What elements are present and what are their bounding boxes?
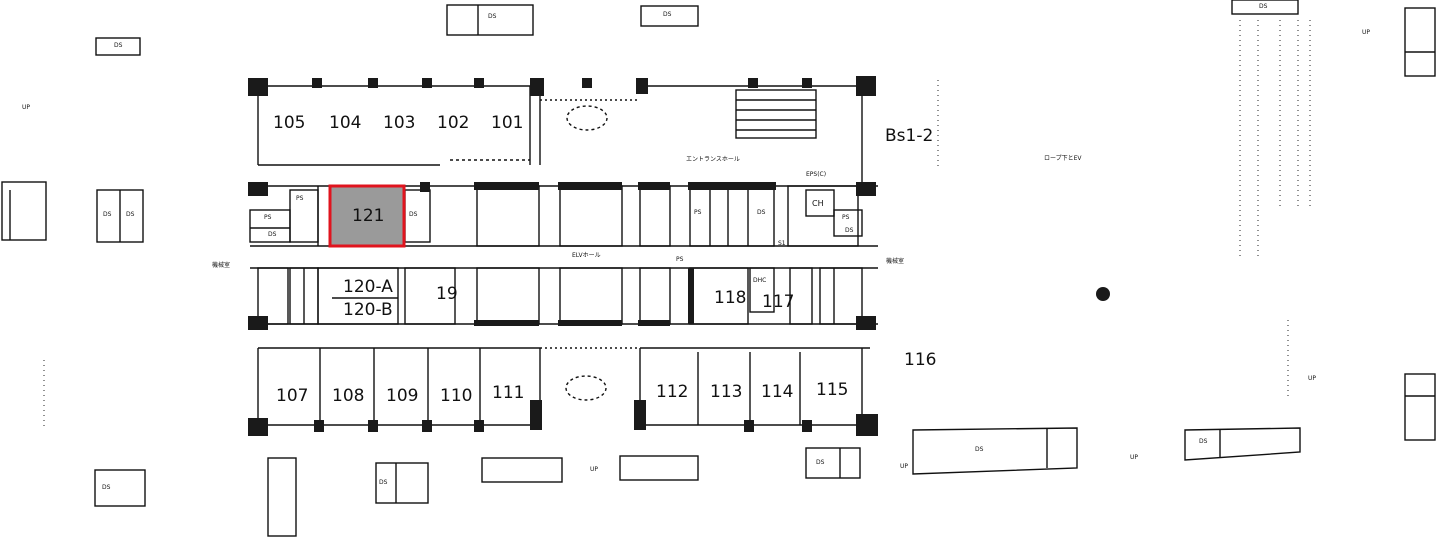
room-119[interactable]: 19	[436, 284, 458, 304]
ds-label: DS	[816, 459, 825, 466]
room-107[interactable]: 107	[276, 386, 309, 406]
ds-label: DS	[1259, 3, 1268, 10]
ds-box	[1184, 427, 1301, 461]
room-120-b[interactable]: 120-B	[343, 300, 393, 320]
ds-label: DS	[663, 11, 672, 18]
room-102[interactable]: 102	[437, 113, 470, 133]
room-109[interactable]: 109	[386, 386, 419, 406]
ds-label: DS	[102, 484, 111, 491]
room-116[interactable]: 116	[904, 350, 937, 370]
ds-box	[95, 37, 141, 56]
ps-label: PS	[676, 256, 684, 263]
ds-label: DS	[114, 42, 123, 49]
up-label: UP	[900, 463, 909, 470]
room-121-highlight[interactable]	[328, 184, 406, 248]
room-108[interactable]: 108	[332, 386, 365, 406]
room-105[interactable]: 105	[273, 113, 306, 133]
ds-label: DS	[379, 479, 388, 486]
room-103[interactable]: 103	[383, 113, 416, 133]
room-118[interactable]: 118	[714, 288, 747, 308]
machine-room-right: 機械室	[886, 258, 905, 265]
ch-label: CH	[812, 199, 824, 208]
ds-box	[94, 469, 146, 507]
up-label: UP	[1130, 454, 1139, 461]
eps-label: EPS(C)	[806, 171, 827, 178]
room-115[interactable]: 115	[816, 380, 849, 400]
ds-label: DS	[409, 211, 418, 218]
elv-hall-label: ELVホール	[572, 252, 601, 259]
ds-box	[375, 462, 429, 504]
ds-label: DS	[268, 231, 277, 238]
room-113[interactable]: 113	[710, 382, 743, 402]
ps-label: PS	[842, 214, 850, 221]
ds-label: DS	[975, 446, 984, 453]
lobby-label: ロープ下とEV	[1044, 155, 1082, 162]
room-114[interactable]: 114	[761, 382, 794, 402]
section-label: Bs1-2	[885, 126, 934, 146]
room-121[interactable]: 121	[352, 206, 385, 226]
ds-label: DS	[488, 13, 497, 20]
room-104[interactable]: 104	[329, 113, 362, 133]
ds-label: DS	[757, 209, 766, 216]
ps-label: PS	[296, 195, 304, 202]
room-111[interactable]: 111	[492, 383, 525, 403]
ps-label: PS	[694, 209, 702, 216]
ps-label: PS	[264, 214, 272, 221]
room-120-a[interactable]: 120-A	[343, 277, 393, 297]
ds-box	[805, 447, 861, 479]
ds-label: DS	[103, 211, 112, 218]
machine-room-left: 機械室	[212, 262, 231, 269]
ds-label: DS	[126, 211, 135, 218]
ds-box	[1231, 0, 1299, 15]
dhc-label: DHC	[753, 277, 767, 284]
ds-label: DS	[1199, 438, 1208, 445]
up-label: UP	[590, 466, 599, 473]
entrance-hall-label: エントランスホール	[686, 156, 740, 163]
up-label: UP	[1308, 375, 1317, 382]
ds-box	[912, 427, 1078, 475]
up-label: UP	[1362, 29, 1371, 36]
ds-box	[446, 4, 534, 36]
s1-label: S1	[778, 240, 786, 247]
room-112[interactable]: 112	[656, 382, 689, 402]
up-label: UP	[22, 104, 31, 111]
room-110[interactable]: 110	[440, 386, 473, 406]
ds-label: DS	[845, 227, 854, 234]
room-101[interactable]: 101	[491, 113, 524, 133]
room-117[interactable]: 117	[762, 292, 795, 312]
ds-box	[640, 5, 699, 27]
